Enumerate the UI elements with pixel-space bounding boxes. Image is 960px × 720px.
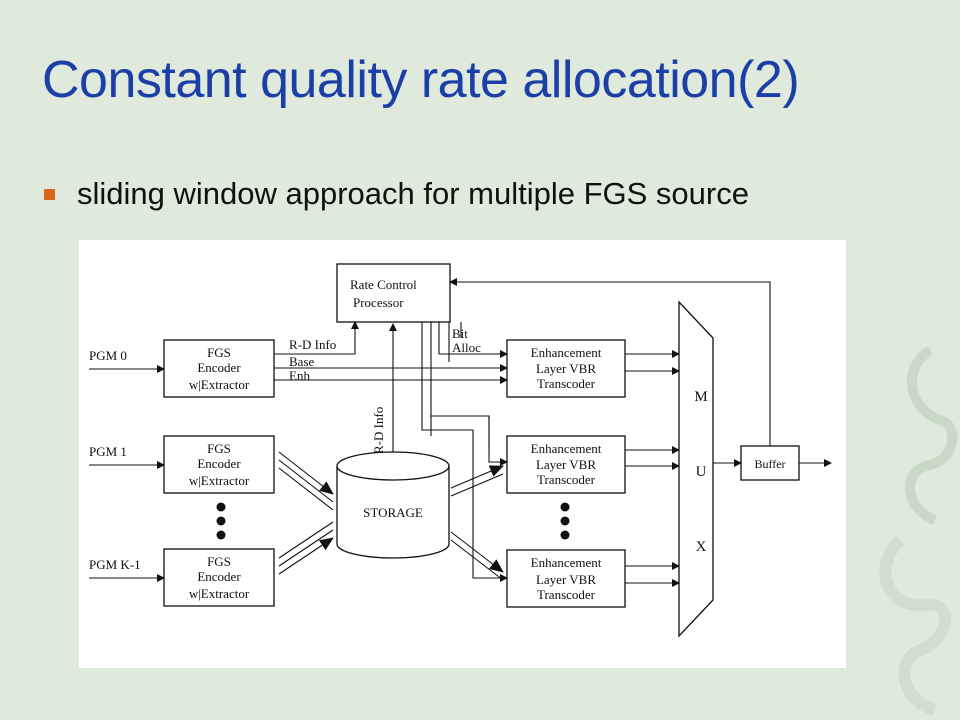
ellipsis-dots [216, 502, 570, 540]
input-label-pgmk1: PGM K-1 [89, 557, 141, 572]
transcoder-1-line-1: Enhancement [531, 441, 602, 456]
input-label-pgm1: PGM 1 [89, 444, 127, 459]
mux-letter-x: X [696, 539, 707, 555]
mux-letter-u: U [696, 464, 707, 480]
transcoder-0-line-1: Enhancement [531, 345, 602, 360]
decorative-pattern [879, 345, 958, 716]
input-label-pgm0: PGM 0 [89, 348, 127, 363]
bit-label: Bit [452, 326, 468, 341]
block-diagram-figure: Rate Control Processor PGM 0 PGM 1 PGM K… [79, 240, 846, 668]
storage-label: STORAGE [363, 505, 423, 520]
rd-info-top-label: R-D Info [289, 337, 336, 352]
rate-control-box [336, 263, 451, 323]
square-bullet-icon [44, 188, 55, 200]
transcoder-1-line-3: Transcoder [537, 472, 596, 487]
encoder-k1-line-3: w|Extractor [189, 586, 250, 601]
mux-block [678, 300, 714, 638]
bullet-item: sliding window approach for multiple FGS… [44, 176, 749, 212]
transcoder-k1-line-2: Layer VBR [536, 572, 596, 587]
mux-letter-m: M [694, 389, 707, 405]
encoder-0-line-1: FGS [207, 345, 231, 360]
transcoder-0-line-2: Layer VBR [536, 361, 596, 376]
transcoder-k1-line-3: Transcoder [537, 587, 596, 602]
encoder-1-line-3: w|Extractor [189, 473, 250, 488]
encoder-0-line-2: Encoder [197, 360, 241, 375]
encoder-0-line-3: w|Extractor [189, 377, 250, 392]
bullet-text: sliding window approach for multiple FGS… [77, 176, 749, 211]
rd-info-vertical-label: R-D Info [371, 407, 386, 454]
base-label: Base [289, 354, 315, 369]
encoder-k1-line-2: Encoder [197, 569, 241, 584]
transcoder-k1-line-1: Enhancement [531, 555, 602, 570]
encoder-1-line-2: Encoder [197, 456, 241, 471]
alloc-label: Alloc [452, 340, 481, 355]
rate-control-label-2: Processor [353, 295, 404, 310]
rate-control-label-1: Rate Control [350, 277, 417, 292]
transcoder-1-line-2: Layer VBR [536, 457, 596, 472]
enh-label: Enh [289, 368, 310, 383]
slide-title: Constant quality rate allocation(2) [42, 51, 800, 109]
buffer-label: Buffer [754, 457, 785, 471]
transcoder-0-line-3: Transcoder [537, 376, 596, 391]
encoder-k1-line-1: FGS [207, 554, 231, 569]
encoder-1-line-1: FGS [207, 441, 231, 456]
block-diagram: Rate Control Processor PGM 0 PGM 1 PGM K… [89, 263, 832, 638]
